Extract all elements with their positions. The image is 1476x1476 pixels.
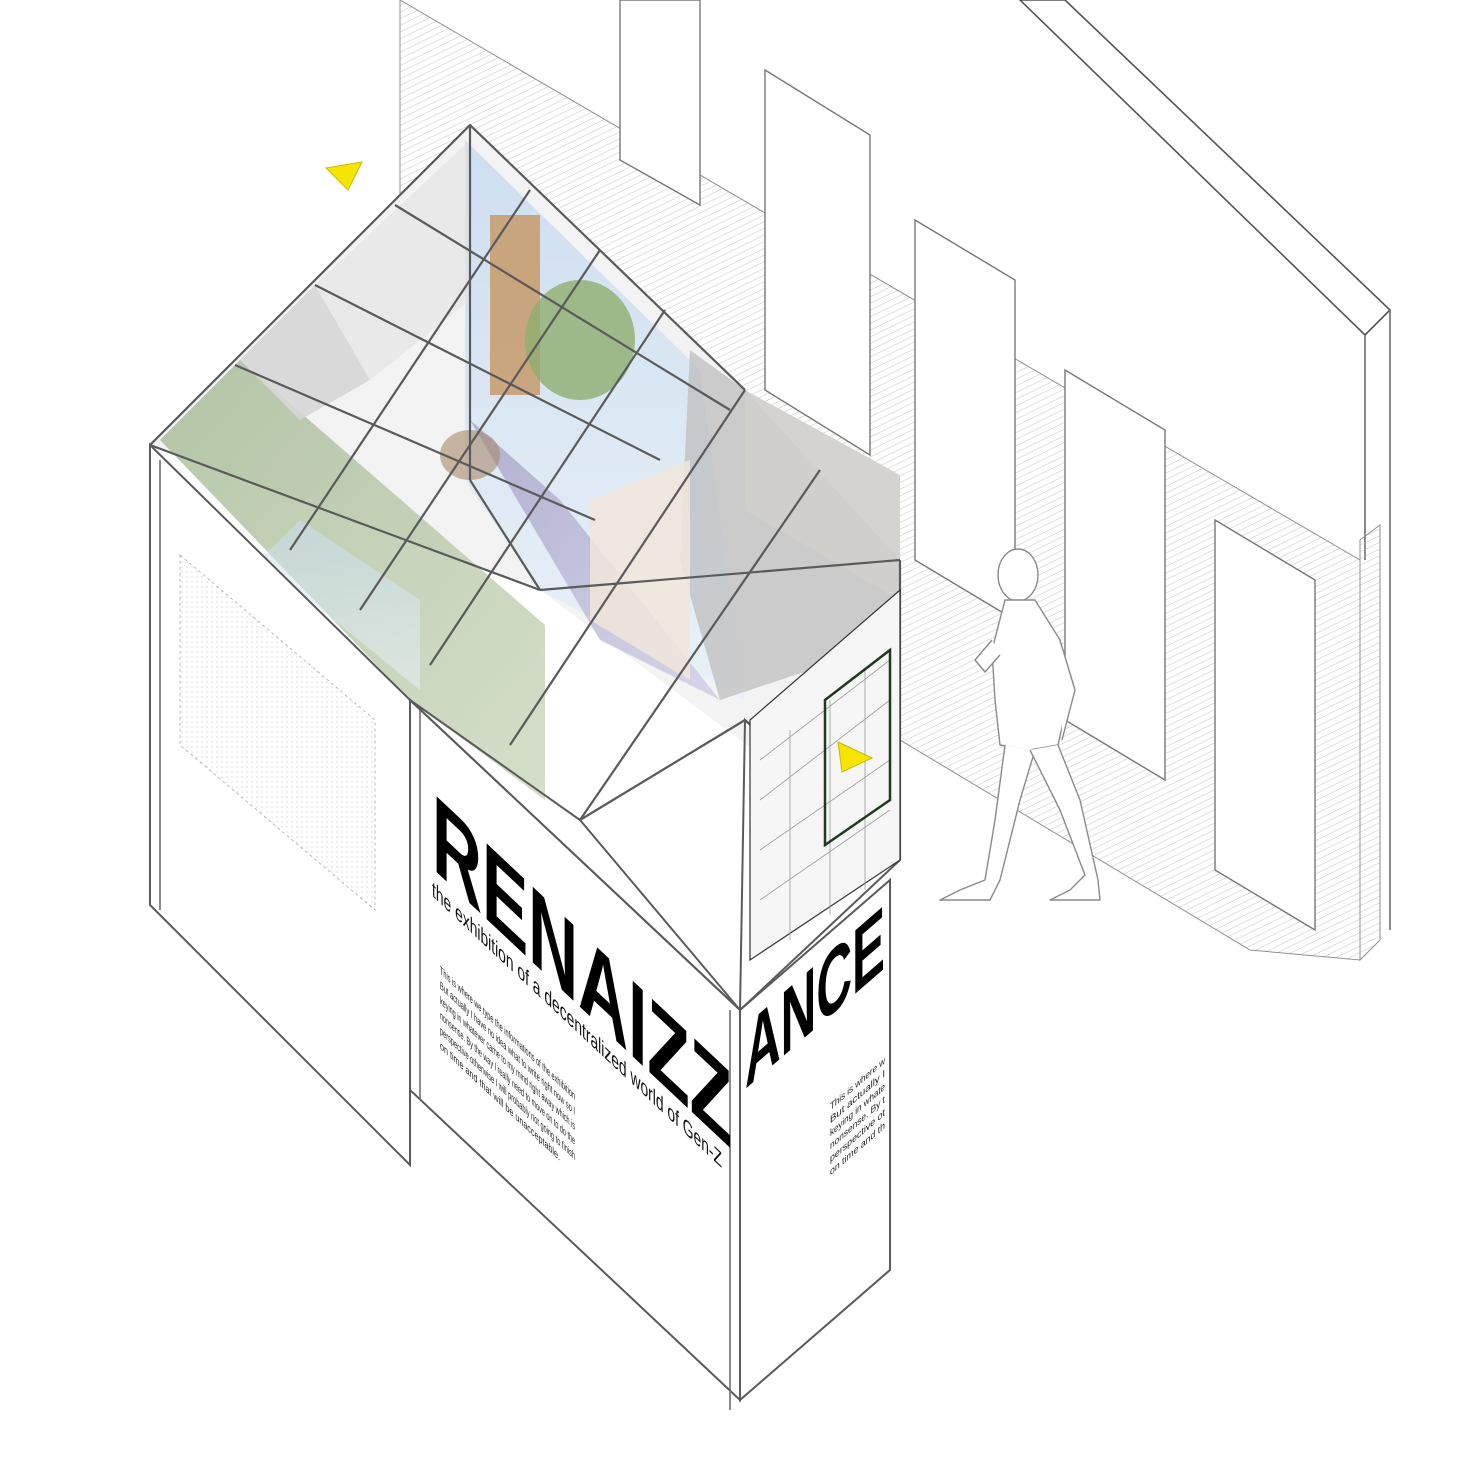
wall-window	[1214, 518, 1316, 932]
wall-window	[764, 68, 871, 457]
box-right-face	[739, 877, 891, 1403]
wall-window	[914, 218, 1016, 622]
wall-window	[619, 0, 701, 207]
sketch-panel-lines	[759, 659, 891, 940]
wall-cap	[1018, 0, 1392, 337]
direction-marker-icon	[837, 741, 874, 773]
box-left-perforated-panel	[179, 554, 376, 911]
wall-window	[1064, 368, 1166, 782]
exhibition-box	[149, 442, 902, 1410]
walking-person-figure	[939, 548, 1101, 901]
roof-glazing	[149, 123, 902, 861]
direction-marker-icon	[324, 161, 363, 191]
